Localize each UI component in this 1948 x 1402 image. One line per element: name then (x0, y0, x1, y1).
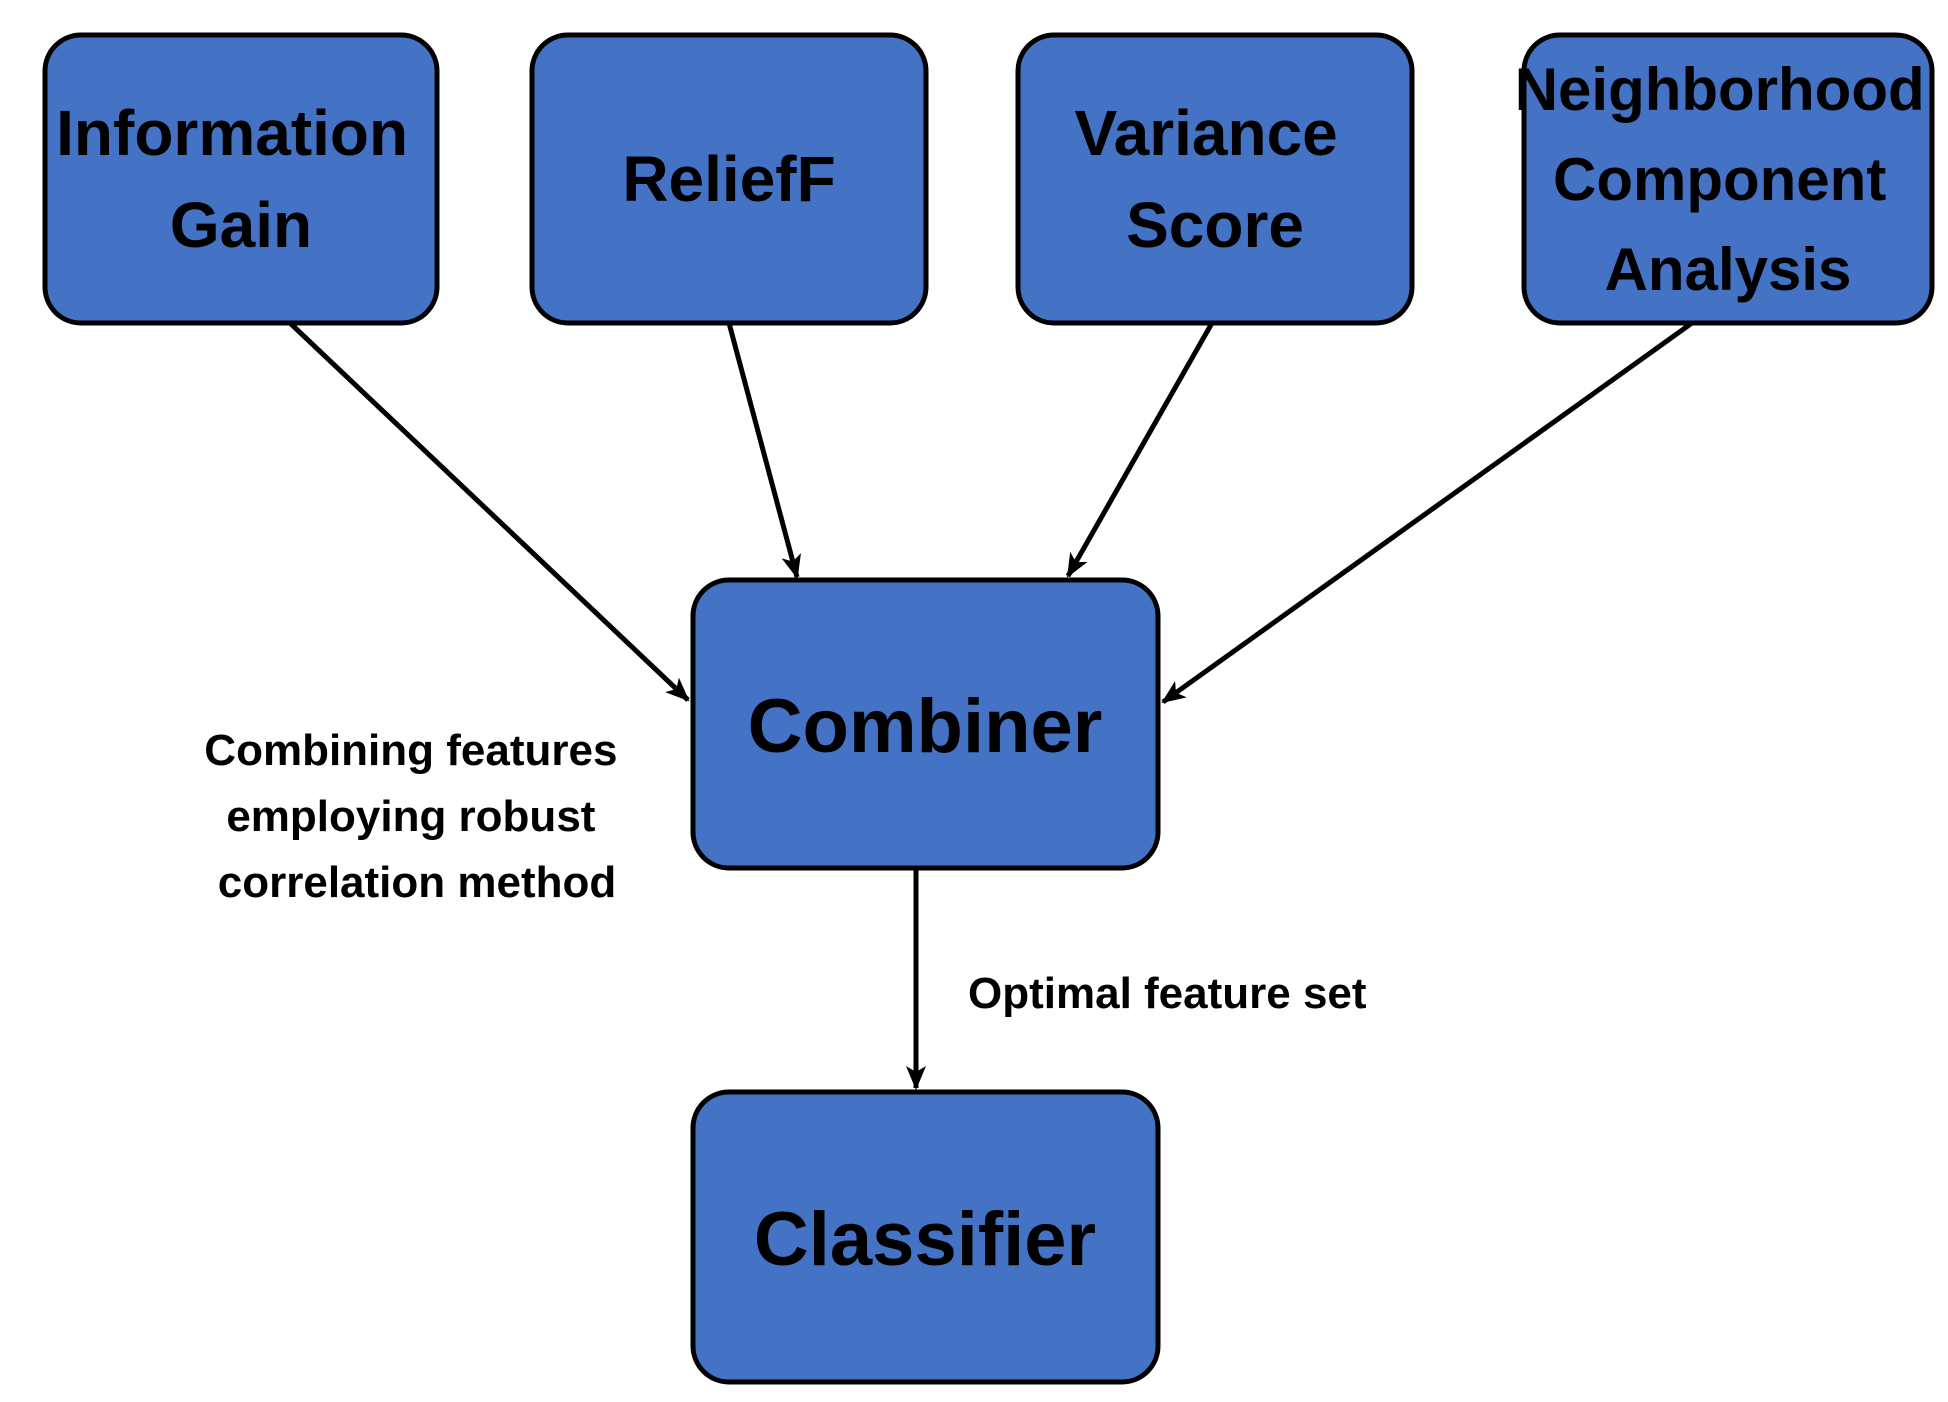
node-information-gain-line-1: Information (56, 97, 408, 169)
combining-note-line-1: Combining features (204, 726, 617, 775)
edge-relieff-to-combiner (726, 322, 801, 579)
combining-note-line-2: employing robust (226, 792, 595, 841)
svg-text:Information Gain: Information Gain (56, 97, 426, 261)
node-relieff-line-1: ReliefF (622, 143, 835, 215)
node-variance-score-line-1: Variance (1074, 97, 1337, 169)
node-nca: Neighborhood Component Analysis (1515, 32, 1942, 326)
node-classifier: Classifier (690, 1089, 1161, 1385)
node-variance-score: Variance Score (1015, 32, 1415, 326)
edge-information-gain-to-combiner (288, 321, 690, 702)
combining-note: Combining features employing robust corr… (204, 726, 629, 907)
svg-text:ReliefF: ReliefF (622, 143, 835, 215)
svg-text:Combiner: Combiner (748, 684, 1103, 769)
svg-text:Neighborhood Component: Neighborhood Component Analysis (1515, 56, 1942, 303)
node-information-gain-line-2: Gain (170, 189, 312, 261)
node-information-gain: Information Gain (42, 32, 440, 326)
svg-text:Classifier: Classifier (754, 1197, 1096, 1282)
node-nca-line-1: Neighborhood (1515, 56, 1925, 123)
edge-nca-to-combiner (1161, 320, 1694, 705)
node-relieff: ReliefF (529, 32, 929, 326)
node-combiner-line-1: Combiner (748, 684, 1103, 769)
node-combiner: Combiner (690, 577, 1161, 871)
node-nca-line-3: Analysis (1605, 236, 1852, 303)
node-classifier-line-1: Classifier (754, 1197, 1096, 1282)
optimal-feature-set-label: Optimal feature set (968, 969, 1367, 1018)
svg-text:Variance Score: Variance Score (1074, 97, 1355, 261)
combining-note-line-3: correlation method (218, 858, 617, 907)
node-variance-score-line-2: Score (1126, 189, 1304, 261)
node-nca-line-2: Component (1553, 146, 1886, 213)
edge-variance-score-to-combiner (1065, 321, 1215, 578)
